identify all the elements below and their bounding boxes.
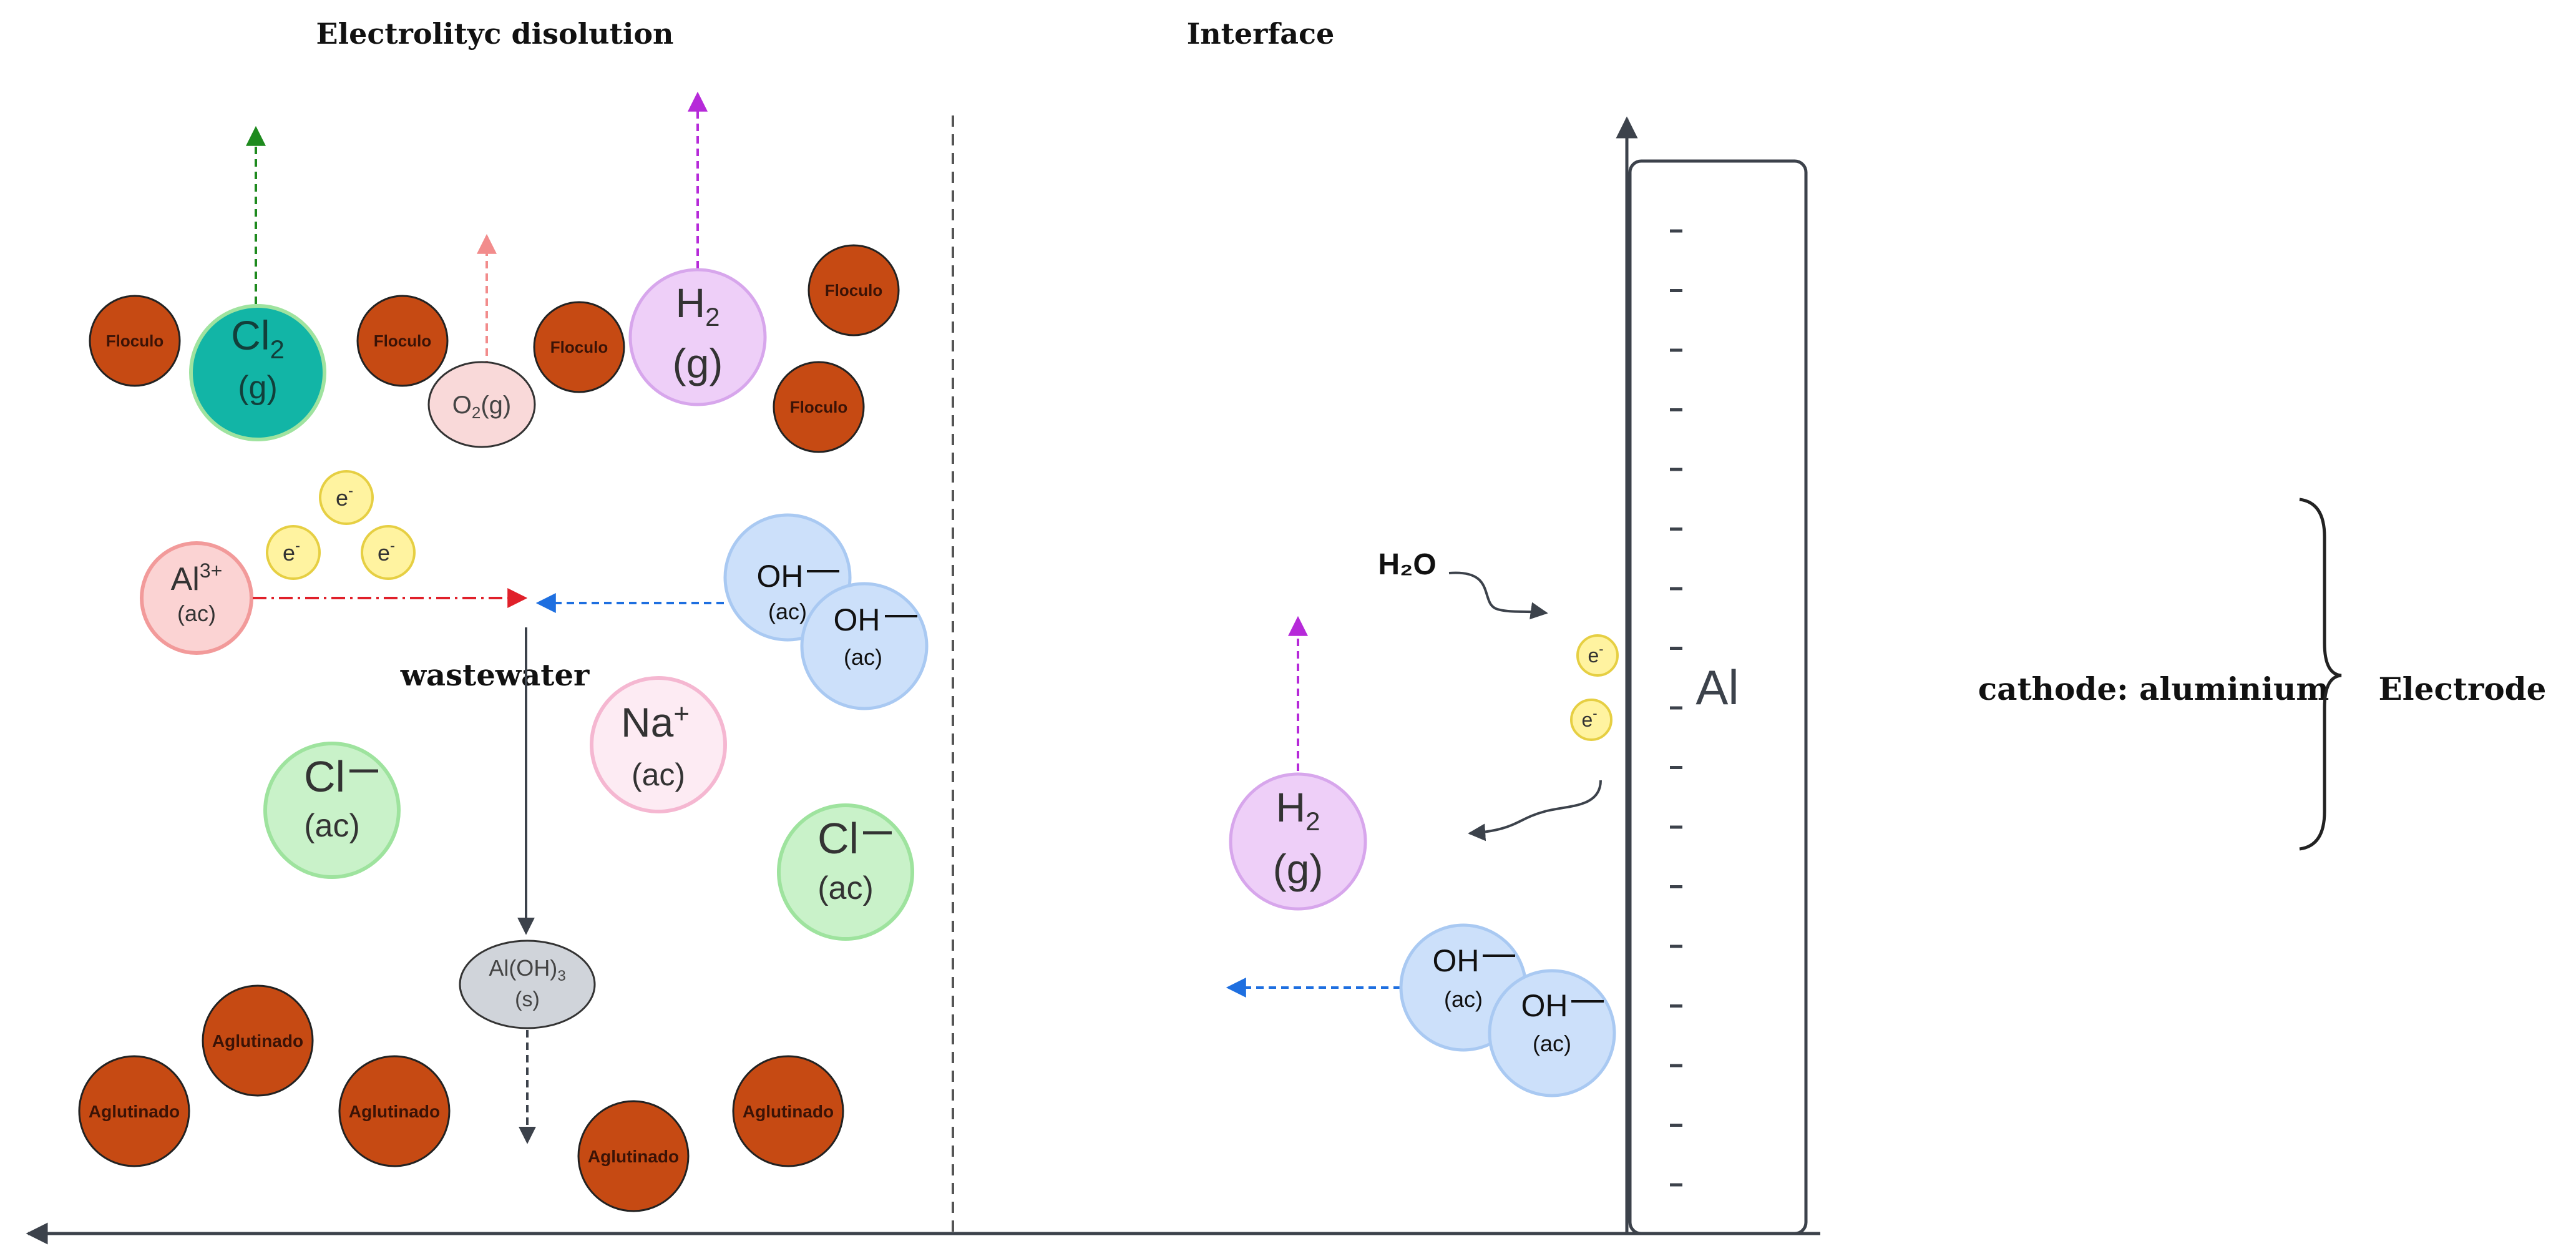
electrode-label: Electrode	[2379, 670, 2547, 707]
agglutinated-floc: Aglutinado	[577, 1100, 690, 1212]
water-label: H₂O	[1378, 548, 1436, 581]
svg-text:Aglutinado: Aglutinado	[89, 1102, 180, 1121]
svg-text:(ac): (ac)	[768, 599, 807, 624]
svg-text:(ac): (ac)	[1533, 1031, 1571, 1056]
electrode-charge-marks: -----------------	[1670, 229, 1682, 1187]
svg-text:Aglutinado: Aglutinado	[588, 1147, 679, 1166]
svg-text:Cl: Cl	[304, 752, 345, 801]
h2-gas-bubble-left: H2 (g)	[628, 268, 767, 406]
svg-text:H2: H2	[1276, 784, 1320, 836]
electron: e-	[266, 525, 321, 580]
svg-text:(ac): (ac)	[304, 808, 360, 844]
aluminium-hydroxide-precipitate: Al(OH)3 (s)	[459, 940, 596, 1029]
chloride-ion: Cl (ac)	[263, 742, 401, 879]
svg-text:e-: e-	[336, 483, 353, 511]
floc: Floculo	[89, 295, 181, 387]
agglutinated-floc: Aglutinado	[732, 1055, 844, 1167]
svg-text:O2(g): O2(g)	[452, 391, 511, 422]
svg-text:Na+: Na+	[621, 699, 690, 745]
floc: Floculo	[533, 301, 625, 393]
svg-text:(ac): (ac)	[1444, 986, 1483, 1012]
cathode-label: cathode: aluminium	[1978, 670, 2330, 707]
aluminium-electrode	[1628, 159, 1808, 1235]
electron: e-	[319, 470, 374, 525]
agglutinated-floc: Aglutinado	[202, 984, 314, 1097]
wastewater-label: wastewater	[400, 658, 590, 693]
svg-text:Cl: Cl	[817, 814, 859, 863]
svg-text:OH: OH	[757, 559, 804, 594]
o2-gas-bubble: O2(g)	[427, 361, 536, 448]
svg-text:Aglutinado: Aglutinado	[212, 1031, 303, 1051]
sodium-ion: Na+ (ac)	[590, 676, 727, 813]
svg-text:(g): (g)	[238, 370, 278, 406]
svg-text:Al(OH)3: Al(OH)3	[489, 955, 565, 984]
svg-text:OH: OH	[1433, 943, 1480, 978]
svg-text:OH: OH	[834, 602, 881, 637]
svg-text:Cl2: Cl2	[231, 312, 285, 364]
svg-text:(s): (s)	[515, 988, 540, 1011]
svg-text:Aglutinado: Aglutinado	[349, 1102, 440, 1121]
electron: e-	[1576, 634, 1619, 677]
heading-electrolytic-dissolution: Electrolityc disolution	[316, 17, 674, 51]
cl2-gas-bubble: Cl2 (g)	[189, 304, 326, 441]
svg-text:Floculo: Floculo	[790, 398, 847, 416]
svg-text:(ac): (ac)	[177, 601, 216, 626]
floc: Floculo	[356, 295, 449, 387]
svg-text:Floculo: Floculo	[550, 338, 608, 356]
agglutinated-floc: Aglutinado	[78, 1055, 190, 1167]
svg-text:(g): (g)	[1273, 846, 1324, 892]
cathode-product-arrow	[1468, 780, 1602, 841]
svg-text:Aglutinado: Aglutinado	[743, 1102, 834, 1121]
chloride-ion: Cl (ac)	[777, 803, 914, 941]
svg-text:(ac): (ac)	[844, 644, 882, 670]
electrode-symbol: Al	[1695, 660, 1739, 715]
electron: e-	[1570, 699, 1612, 741]
svg-text:Al3+: Al3+	[171, 559, 223, 597]
svg-text:H2: H2	[675, 280, 720, 331]
electrode-brace	[2299, 498, 2342, 851]
hydroxide-ion: OH (ac)	[1488, 969, 1616, 1097]
svg-text:(ac): (ac)	[632, 757, 685, 792]
heading-interface: Interface	[1187, 17, 1335, 51]
svg-text:Floculo: Floculo	[825, 281, 882, 300]
floc: Floculo	[773, 361, 865, 453]
water-to-cathode-arrow	[1448, 571, 1548, 620]
al3-ion: Al3+ (ac)	[140, 541, 253, 655]
svg-text:(g): (g)	[673, 340, 723, 386]
floc: Floculo	[807, 244, 900, 336]
electron: e-	[361, 525, 416, 580]
svg-text:OH: OH	[1521, 988, 1568, 1023]
hydroxide-ion: OH (ac)	[800, 582, 929, 710]
agglutinated-floc: Aglutinado	[338, 1055, 451, 1167]
svg-text:e-: e-	[283, 537, 300, 566]
svg-text:Floculo: Floculo	[374, 331, 431, 350]
h2-gas-bubble-right: H2 (g)	[1229, 772, 1367, 911]
svg-text:(ac): (ac)	[817, 870, 874, 906]
svg-text:e-: e-	[378, 537, 395, 566]
svg-text:e-: e-	[1581, 705, 1597, 731]
svg-text:Floculo: Floculo	[106, 331, 163, 350]
svg-text:e-: e-	[1588, 641, 1603, 667]
